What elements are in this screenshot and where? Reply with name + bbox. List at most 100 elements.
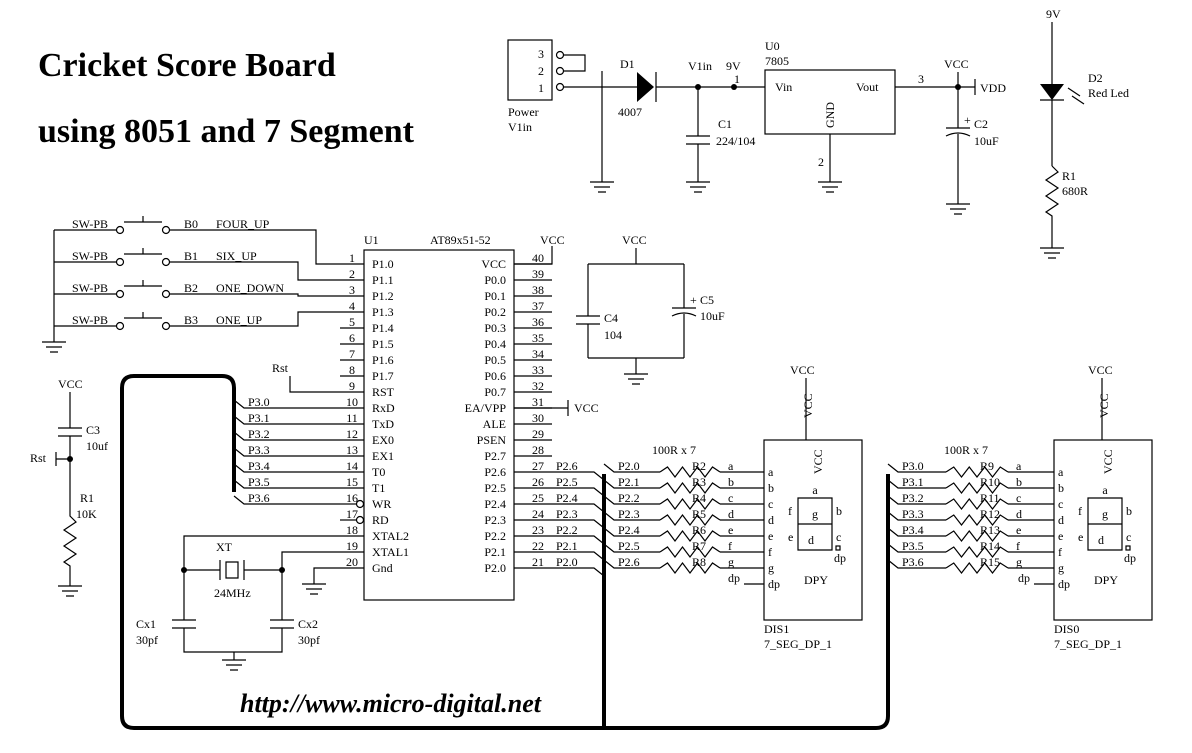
mcu-pin-36-name: P0.3	[484, 321, 506, 335]
mcu-vcc-label: VCC	[540, 233, 565, 247]
ground-symbol	[686, 181, 710, 193]
dis0-res-R14: R14	[980, 539, 1000, 553]
p3-bus-entries: P3.0P3.1P3.2P3.3P3.4P3.5P3.6	[233, 395, 340, 505]
digit-outline	[1087, 497, 1123, 551]
regulator-value: 7805	[765, 54, 789, 68]
dis1-body	[763, 439, 863, 621]
button-b3-net: ONE_UP	[216, 313, 262, 327]
display0-glyph-g: g	[1102, 507, 1108, 521]
mcu-pin-10-name: RxD	[372, 401, 395, 415]
digit-outline	[797, 497, 833, 551]
mcu-pin-9-name: RST	[372, 385, 395, 399]
regulator-vin-label: Vin	[775, 80, 792, 94]
resistor-symbol	[659, 482, 721, 494]
dis1-res-R4: R4	[692, 491, 706, 505]
dis1-vcc: VCC	[790, 363, 815, 377]
mcu-pin-40-name: VCC	[481, 257, 506, 271]
bus-entry	[233, 415, 340, 425]
button-b1-ref: B1	[184, 249, 198, 263]
mcu-pin-22-name: P2.1	[484, 545, 506, 559]
power-connector-body	[507, 39, 553, 101]
bus-entry	[552, 487, 605, 497]
mcu-pin-20-name: Gnd	[372, 561, 393, 575]
data-bus-p3-right	[604, 474, 890, 730]
mcu-pin-21-name: P2.0	[484, 561, 506, 575]
power-connector-value: V1in	[508, 120, 532, 134]
dis0-net-P3-0: P3.0	[902, 459, 924, 473]
cap-c2-plus: +	[964, 113, 971, 127]
dis1-net-P2-2: P2.2	[618, 491, 640, 505]
mcu-pin-34-num: 34	[532, 347, 544, 361]
diode-d1: D1 4007	[618, 57, 657, 119]
dis1-seg-e: e	[728, 523, 733, 537]
button-b0-type: SW-PB	[72, 217, 108, 231]
mcu-pin-24-name: P2.3	[484, 513, 506, 527]
display0-pin-f: f	[1058, 545, 1062, 559]
dis0-net-P3-6: P3.6	[902, 555, 924, 569]
display0-pin-d: d	[1058, 513, 1064, 527]
mcu-pin-4-name: P1.3	[372, 305, 394, 319]
mcu-pin-30-num: 30	[532, 411, 544, 425]
net-label-P2-5: P2.5	[556, 475, 578, 489]
dis1-res-R7: R7	[692, 539, 706, 553]
net-label-P2-3: P2.3	[556, 507, 578, 521]
mcu-pin-29-name: PSEN	[477, 433, 507, 447]
dis0-inner-vcc: VCC	[1101, 449, 1115, 474]
dis0-seg-b: b	[1016, 475, 1022, 489]
resistor-symbol	[659, 498, 721, 510]
led-circuit: 9V D2 Red Led R1 680R	[1040, 7, 1129, 259]
regulator-vout-label: Vout	[856, 80, 879, 94]
bus-entry	[603, 479, 660, 489]
resistor-symbol	[659, 562, 721, 574]
display1-glyph-dp: dp	[834, 551, 846, 565]
resistor-symbol	[945, 498, 1009, 510]
dis1-seg-d: d	[728, 507, 734, 521]
diode-d1-value: 4007	[618, 105, 642, 119]
dis0-seg-g: g	[1016, 555, 1022, 569]
mcu-pin-38-num: 38	[532, 283, 544, 297]
decimal-point	[835, 545, 841, 551]
mcu-body	[363, 249, 515, 601]
mcu-pin-14-num: 14	[346, 459, 358, 473]
reset-vcc: VCC	[58, 377, 83, 391]
cap-c5-ref: C5	[700, 293, 714, 307]
mcu-pin-39-num: 39	[532, 267, 544, 281]
resistor-symbol	[945, 562, 1009, 574]
mcu-pin-18-num: 18	[346, 523, 358, 537]
display1-pin-d: d	[768, 513, 774, 527]
bus-entry	[603, 559, 660, 569]
net-label-P3-4: P3.4	[248, 459, 270, 473]
mcu-pin-6-name: P1.5	[372, 337, 394, 351]
mcu-pin-14-name: T0	[372, 465, 385, 479]
button-b3-ref: B3	[184, 313, 198, 327]
dis0-part: 7_SEG_DP_1	[1054, 637, 1122, 651]
mcu-pin-2-num: 2	[349, 267, 355, 281]
crystal-circuit: XT 24MHz Cx1 30pf Cx2 30pf	[136, 535, 340, 671]
cap-cx2-value: 30pf	[298, 633, 320, 647]
display1-pin-f: f	[768, 545, 772, 559]
mcu-pin-25-num: 25	[532, 491, 544, 505]
cap-cx1-value: 30pf	[136, 633, 158, 647]
display0-glyph-dp: dp	[1124, 551, 1136, 565]
mcu-pin-36-num: 36	[532, 315, 544, 329]
mcu-pin-20-num: 20	[346, 555, 358, 569]
mcu-pin-1-num: 1	[349, 251, 355, 265]
display0-glyph-d: d	[1098, 533, 1104, 547]
reset-cap-value: 10uf	[86, 439, 108, 453]
display0-pin-a: a	[1058, 465, 1064, 479]
res-array-1-label: 100R x 7	[652, 443, 696, 457]
mcu-pin-34-name: P0.5	[484, 353, 506, 367]
dis1-seg-a: a	[728, 459, 734, 473]
mcu-pin-23-name: P2.2	[484, 529, 506, 543]
display0-pin-c: c	[1058, 497, 1063, 511]
resistor-symbol	[659, 530, 721, 542]
mcu-pin-40-num: 40	[532, 251, 544, 265]
mcu-pin-12-num: 12	[346, 427, 358, 441]
mcu-pin-16-name: WR	[372, 497, 391, 511]
regulator-body	[764, 69, 896, 135]
